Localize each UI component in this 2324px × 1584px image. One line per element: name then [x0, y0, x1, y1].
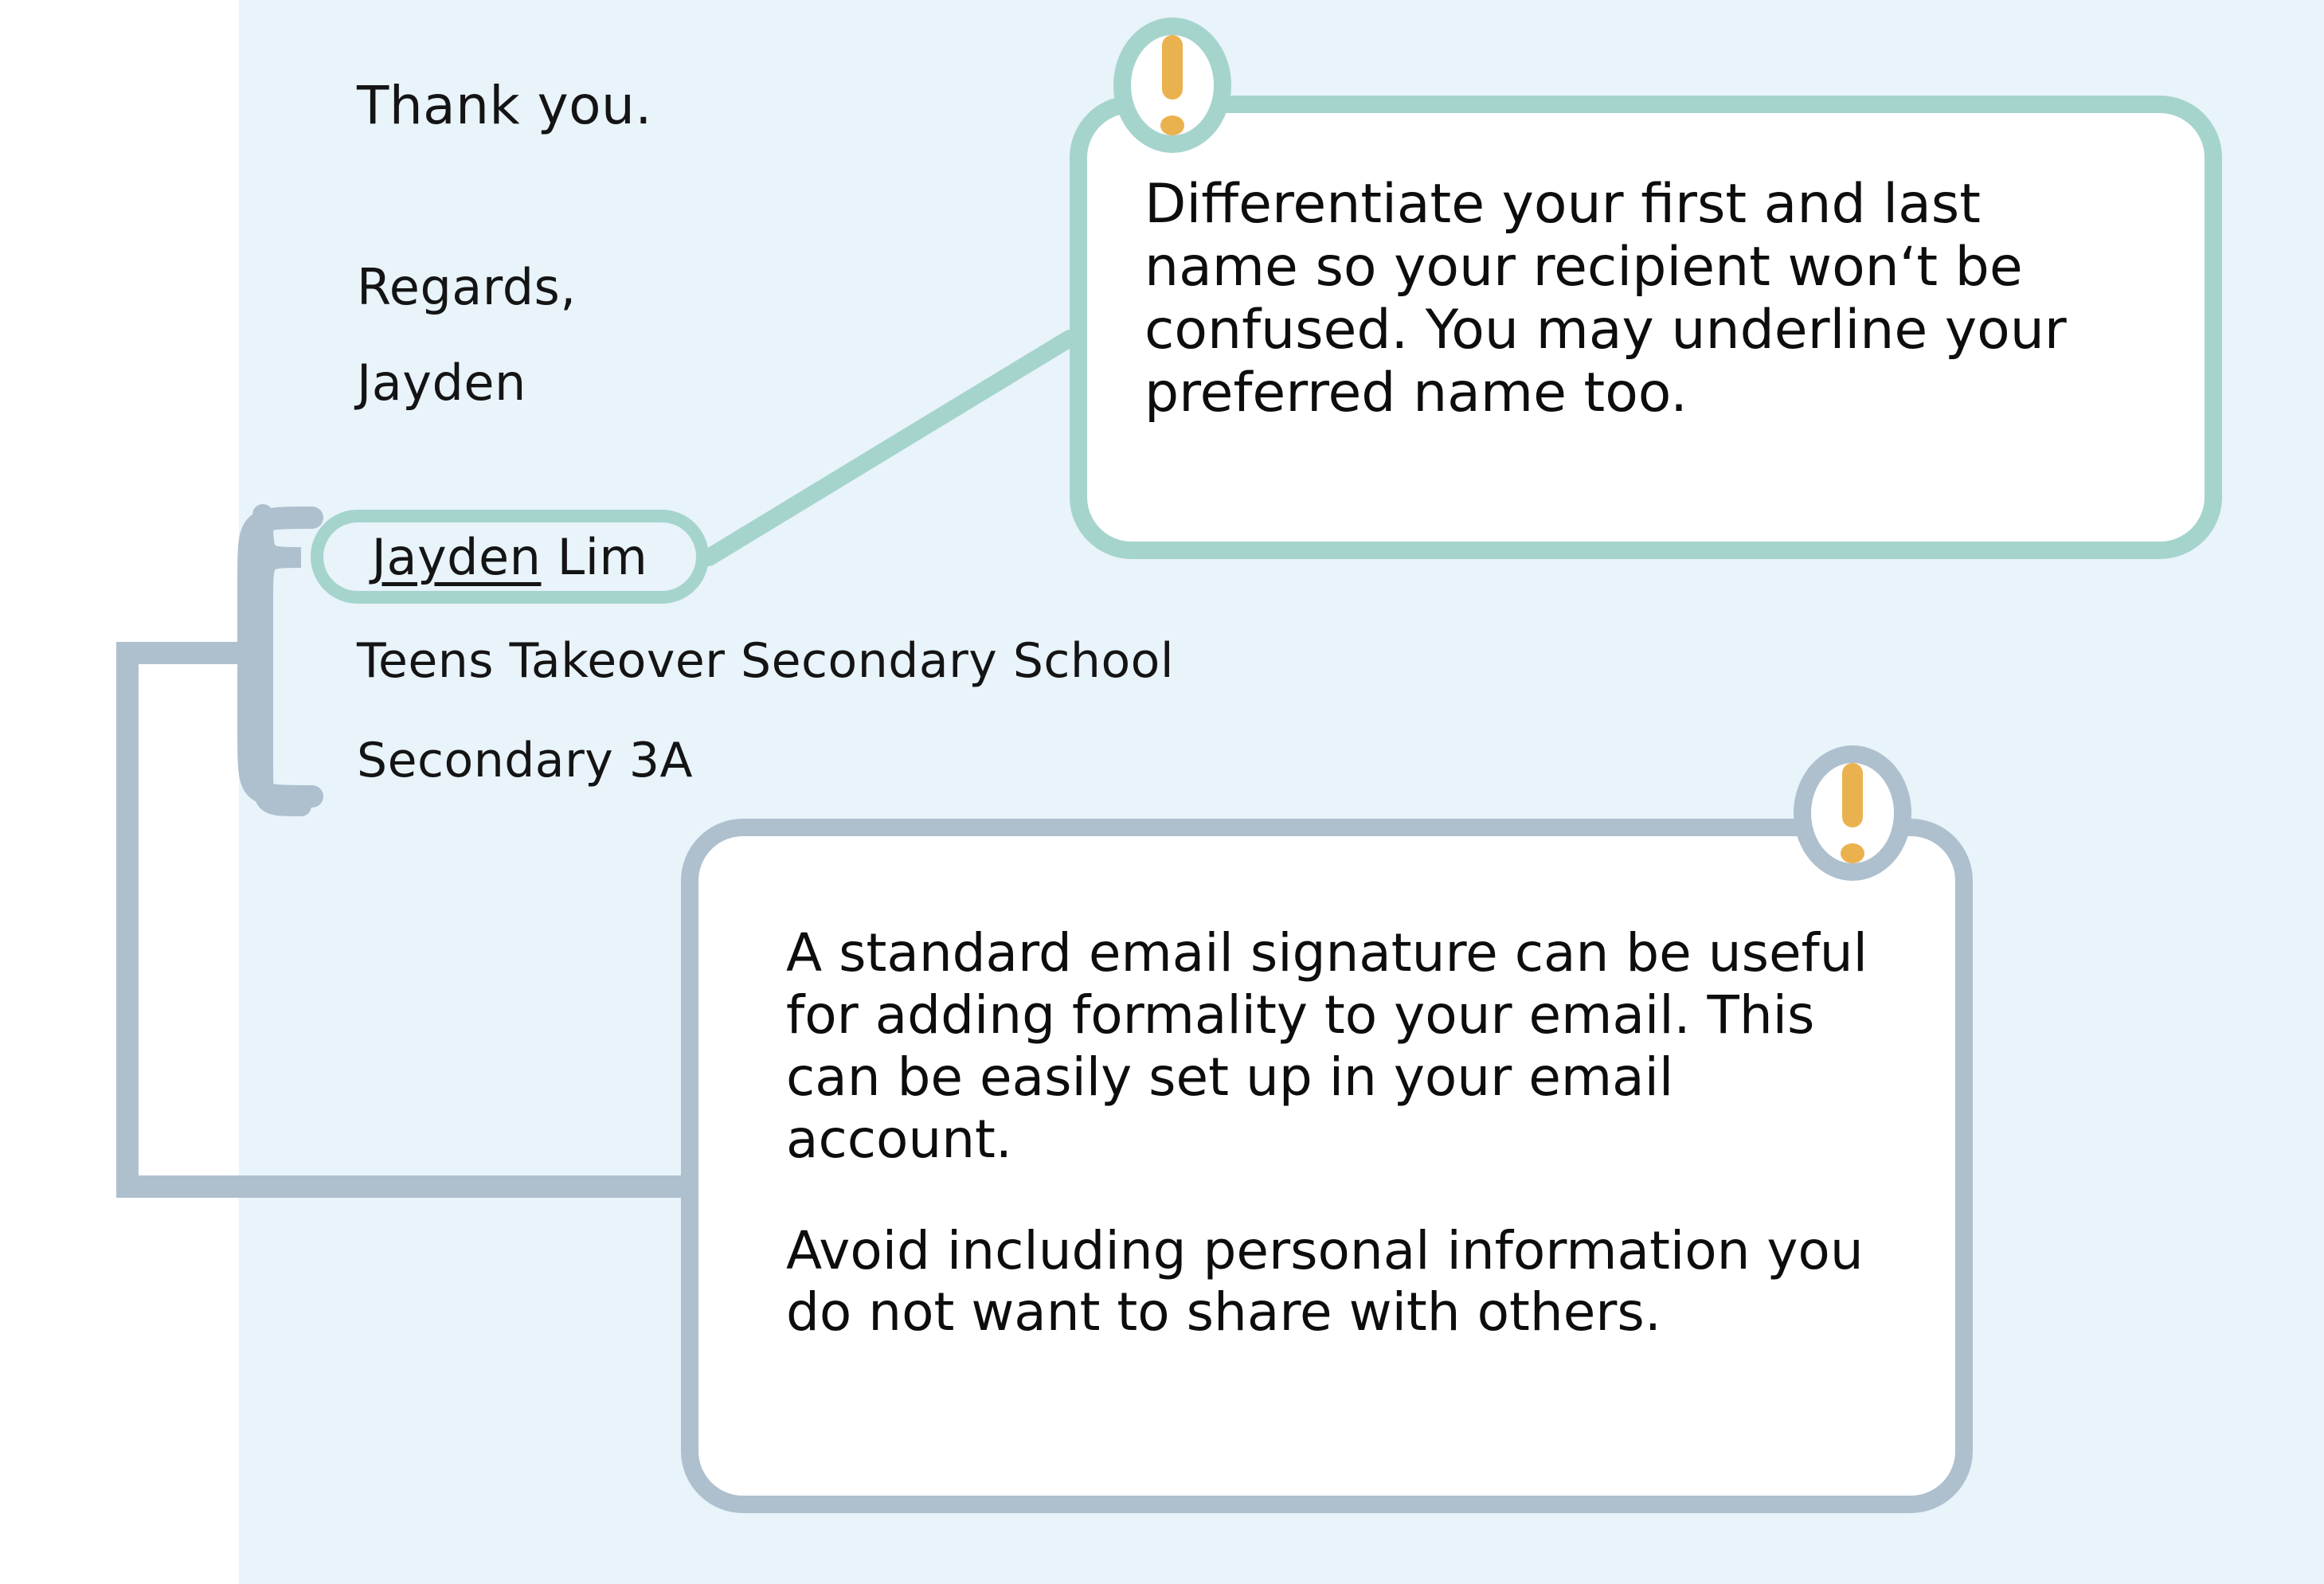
full-name-highlight-pill[interactable]: Jayden Lim: [311, 510, 709, 604]
callout-name-tip-body: Differentiate your first and last name s…: [1144, 173, 2149, 425]
full-name-text: Jayden Lim: [372, 528, 648, 586]
exclamation-dot-icon: [1841, 843, 1864, 863]
exclamation-bar-icon: [1842, 763, 1863, 827]
callout-signature-tip: A standard email signature can be useful…: [681, 819, 1973, 1513]
callout-signature-tip-paragraph-1: A standard email signature can be useful…: [786, 922, 1868, 1170]
exclamation-bar-icon: [1162, 35, 1183, 100]
preferred-name-underlined: Jayden: [371, 527, 542, 586]
email-signoff-line: Regards,: [357, 258, 577, 316]
exclamation-icon: [1113, 18, 1231, 153]
email-closing-line: Thank you.: [357, 75, 652, 136]
email-firstname-line: Jayden: [357, 354, 526, 412]
exclamation-icon: [1794, 745, 1911, 881]
email-class-line: Secondary 3A: [357, 733, 694, 788]
last-name-text: Lim: [541, 527, 648, 586]
callout-signature-tip-body: A standard email signature can be useful…: [786, 922, 1892, 1343]
callout-name-tip: Differentiate your first and last name s…: [1070, 96, 2222, 559]
exclamation-dot-icon: [1160, 115, 1184, 135]
email-school-line: Teens Takeover Secondary School: [357, 633, 1175, 689]
callout-signature-tip-paragraph-2: Avoid including personal information you…: [786, 1219, 1864, 1343]
callout-name-tip-paragraph-1: Differentiate your first and last name s…: [1144, 173, 2067, 424]
